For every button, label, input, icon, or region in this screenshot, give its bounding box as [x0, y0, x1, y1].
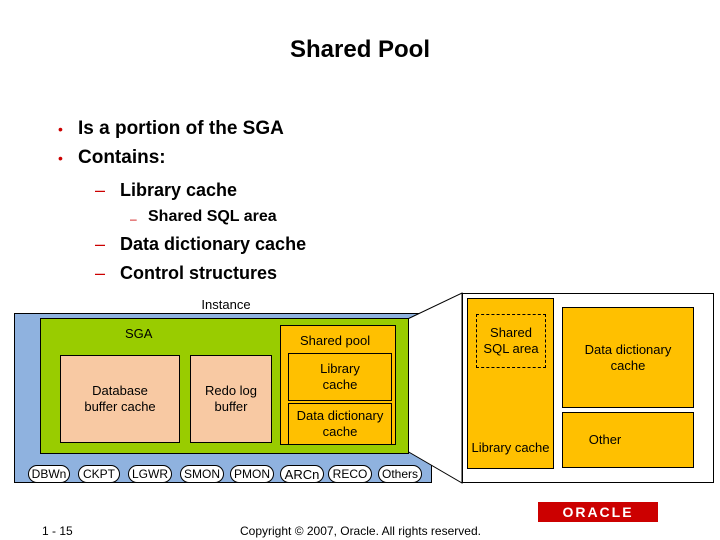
dash-marker: –: [95, 263, 106, 283]
redo-log-buffer: Redo log buffer: [190, 355, 272, 443]
dash-marker: –: [130, 212, 137, 226]
database-buffer-cache: Database buffer cache: [60, 355, 180, 443]
process-reco: RECO: [328, 465, 372, 483]
library-cache-box: Library cache: [288, 353, 392, 401]
shared-pool-label: Shared pool: [300, 333, 371, 348]
process-smon: SMON: [180, 465, 224, 483]
page-number: 1 - 15: [42, 524, 73, 538]
item-shared-sql-area: Shared SQL area: [148, 208, 277, 225]
dash-marker: –: [95, 234, 106, 254]
process-dbwn: DBWn: [28, 465, 70, 483]
dash-marker: –: [95, 180, 106, 200]
process-arcn: ARCn: [280, 465, 324, 483]
item-data-dictionary-cache: Data dictionary cache: [120, 234, 307, 254]
item-control-structures: Control structures: [120, 263, 278, 283]
copyright: Copyright © 2007, Oracle. All rights res…: [240, 524, 481, 538]
item-library-cache: Library cache: [120, 180, 238, 200]
bullet-contains: Contains:: [78, 147, 166, 168]
bullet-sga-portion: Is a portion of the SGA: [78, 118, 284, 139]
bullet-marker: •: [58, 121, 63, 137]
zoom-shared-sql-area: Shared SQL area: [476, 314, 546, 368]
sga-label: SGA: [125, 326, 153, 341]
process-pmon: PMON: [230, 465, 274, 483]
zoom-other: Other: [562, 412, 694, 468]
process-ckpt: CKPT: [78, 465, 120, 483]
zoom-data-dictionary-cache: Data dictionary cache: [562, 307, 694, 408]
process-others: Others: [378, 465, 422, 483]
page-title: Shared Pool: [289, 36, 431, 63]
zoom-library-cache-label: Library cache: [471, 440, 550, 455]
instance-label: Instance: [201, 296, 251, 312]
oracle-logo: ORACLE: [538, 502, 658, 522]
data-dictionary-cache-box: Data dictionary cache: [288, 403, 392, 445]
process-lgwr: LGWR: [128, 465, 172, 483]
bullet-marker: •: [58, 150, 63, 166]
